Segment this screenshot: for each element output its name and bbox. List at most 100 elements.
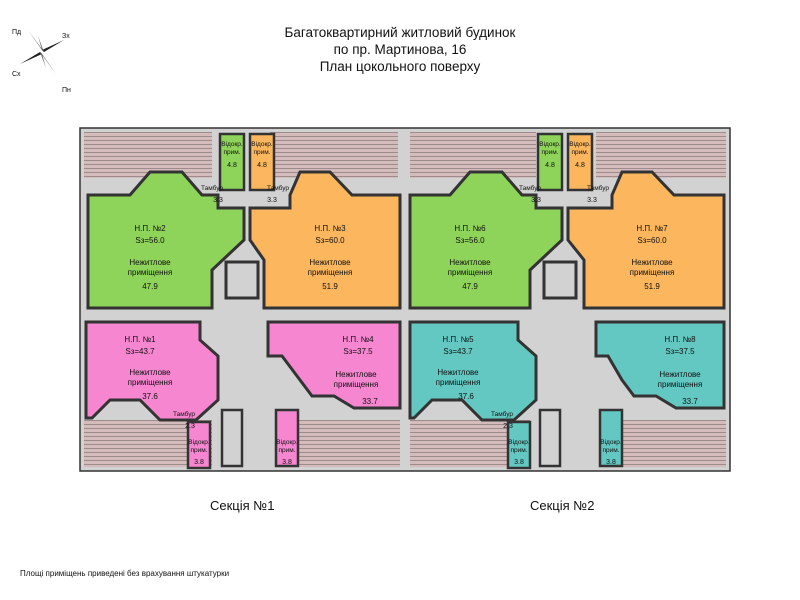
- np2-area-total: Sз=56.0: [135, 236, 165, 245]
- np2-tambur: Тамбур: [201, 184, 223, 192]
- unit-np7-area: [566, 170, 726, 310]
- np8-otkr-1: Відокр.: [600, 438, 622, 446]
- np3-otkr-area: 4.8: [257, 162, 267, 169]
- np8-name: Н.П. №8: [664, 335, 696, 344]
- unit-np5-area: [408, 320, 538, 422]
- np4-area-total: Sз=37.5: [343, 347, 373, 356]
- np6-otkr-area: 4.8: [545, 162, 555, 169]
- np6-label-1: Нежитлове: [449, 258, 491, 267]
- np2-label-1: Нежитлове: [129, 258, 171, 267]
- title-line-3: План цокольного поверху: [319, 59, 481, 74]
- unit-np3-otkr: [248, 132, 276, 192]
- np7-tambur-area: 3.3: [587, 197, 597, 204]
- np7-otkr-1: Відокр.: [569, 140, 591, 148]
- unit-np8-area: [594, 320, 726, 410]
- np2-otkr-2: прим.: [223, 149, 240, 156]
- np7-area-total: Sз=60.0: [637, 236, 667, 245]
- np5-label-2: приміщення: [436, 378, 481, 387]
- np6-label-2: приміщення: [448, 268, 493, 277]
- np2-label-2: приміщення: [128, 268, 173, 277]
- np8-area-main: 33.7: [682, 397, 698, 406]
- np7-tambur: Тамбур: [587, 184, 609, 192]
- np3-area-main: 51.9: [322, 282, 338, 291]
- np8-area-total: Sз=37.5: [665, 347, 695, 356]
- np2-otkr-1: Відокр.: [221, 140, 243, 148]
- section-2-label: Секція №2: [530, 498, 595, 513]
- np4-name: Н.П. №4: [342, 335, 374, 344]
- np3-tambur-area: 3.3: [267, 197, 277, 204]
- compass-label-zkh: Зх: [62, 33, 70, 40]
- np1-tambur-area: 2.3: [185, 423, 195, 430]
- unit-np6-otkr: [536, 132, 564, 192]
- np5-tambur: Тамбур: [491, 410, 513, 418]
- np5-otkr-2: прим.: [510, 447, 527, 454]
- np6-area-total: Sз=56.0: [455, 236, 485, 245]
- np1-otkr-2: прим.: [190, 447, 207, 454]
- plan-title: Багатоквартирний житловий будинок по пр.…: [0, 24, 800, 75]
- np6-otkr-1: Відокр.: [539, 140, 561, 148]
- shaft-bottom-left: [220, 408, 244, 468]
- np5-tambur-area: 2.3: [503, 423, 513, 430]
- stair-top-left-2: [270, 132, 398, 178]
- shaft-bottom-right: [538, 408, 562, 468]
- np4-otkr-area: 3.8: [282, 459, 292, 466]
- np7-label-2: приміщення: [630, 268, 675, 277]
- np5-area-total: Sз=43.7: [443, 347, 473, 356]
- stair-top-right-1: [410, 132, 536, 178]
- title-line-1: Багатоквартирний житловий будинок: [284, 25, 516, 40]
- shaft-right: [542, 260, 578, 300]
- np4-label-1: Нежитлове: [335, 370, 377, 379]
- np6-otkr-2: прим.: [541, 149, 558, 156]
- np4-label-2: приміщення: [334, 380, 379, 389]
- np5-otkr-area: 3.8: [514, 459, 524, 466]
- stair-top-right-2: [596, 132, 726, 178]
- np6-area-main: 47.9: [462, 282, 478, 291]
- np2-area-main: 47.9: [142, 282, 158, 291]
- np5-label-1: Нежитлове: [437, 368, 479, 377]
- np2-name: Н.П. №2: [134, 224, 166, 233]
- unit-np1-area: [84, 320, 220, 422]
- np3-label-1: Нежитлове: [309, 258, 351, 267]
- np3-tambur: Тамбур: [267, 184, 289, 192]
- title-line-2: по пр. Мартинова, 16: [333, 42, 467, 57]
- np8-label-1: Нежитлове: [659, 370, 701, 379]
- np1-label-1: Нежитлове: [129, 368, 171, 377]
- unit-np4-area: [266, 320, 402, 410]
- compass-label-skh: Сх: [12, 71, 21, 78]
- np7-otkr-area: 4.8: [575, 162, 585, 169]
- section-1-label: Секція №1: [210, 498, 275, 513]
- np7-area-main: 51.9: [644, 282, 660, 291]
- np3-otkr-1: Відокр.: [251, 140, 273, 148]
- compass-label-pd: Пд: [12, 29, 21, 36]
- stair-bottom-left-2: [290, 420, 400, 467]
- np3-name: Н.П. №3: [314, 224, 346, 233]
- np1-tambur: Тамбур: [173, 410, 195, 418]
- unit-np3-area: [248, 170, 402, 310]
- unit-np4-otkr: [274, 408, 300, 468]
- labels-layer: Н.П. №2 Sз=56.0 Нежитлове приміщення 47.…: [124, 140, 702, 466]
- footnote: Площі приміщень приведені без врахування…: [20, 569, 230, 578]
- np4-otkr-1: Відокр.: [276, 438, 298, 446]
- unit-np2-area: [86, 170, 246, 310]
- np1-otkr-1: Відокр.: [188, 438, 210, 446]
- np4-area-main: 33.7: [362, 397, 378, 406]
- np2-otkr-area: 4.8: [227, 162, 237, 169]
- unit-np5-otkr: [506, 420, 532, 470]
- np6-tambur: Тамбур: [519, 184, 541, 192]
- np4-otkr-2: прим.: [278, 447, 295, 454]
- np5-otkr-1: Відокр.: [508, 438, 530, 446]
- unit-np7-otkr: [566, 132, 594, 192]
- unit-np2-otkr: [218, 132, 246, 192]
- stair-bottom-right-2: [620, 420, 726, 467]
- np8-label-2: приміщення: [658, 380, 703, 389]
- np1-name: Н.П. №1: [124, 335, 156, 344]
- np7-label-1: Нежитлове: [631, 258, 673, 267]
- unit-np8-otkr: [598, 408, 624, 468]
- np1-otkr-area: 3.8: [194, 459, 204, 466]
- np1-label-2: приміщення: [128, 378, 173, 387]
- np8-otkr-area: 3.8: [606, 459, 616, 466]
- stair-top-left-1: [84, 132, 212, 178]
- np7-otkr-2: прим.: [571, 149, 588, 156]
- np6-tambur-area: 3.3: [531, 197, 541, 204]
- np3-area-total: Sз=60.0: [315, 236, 345, 245]
